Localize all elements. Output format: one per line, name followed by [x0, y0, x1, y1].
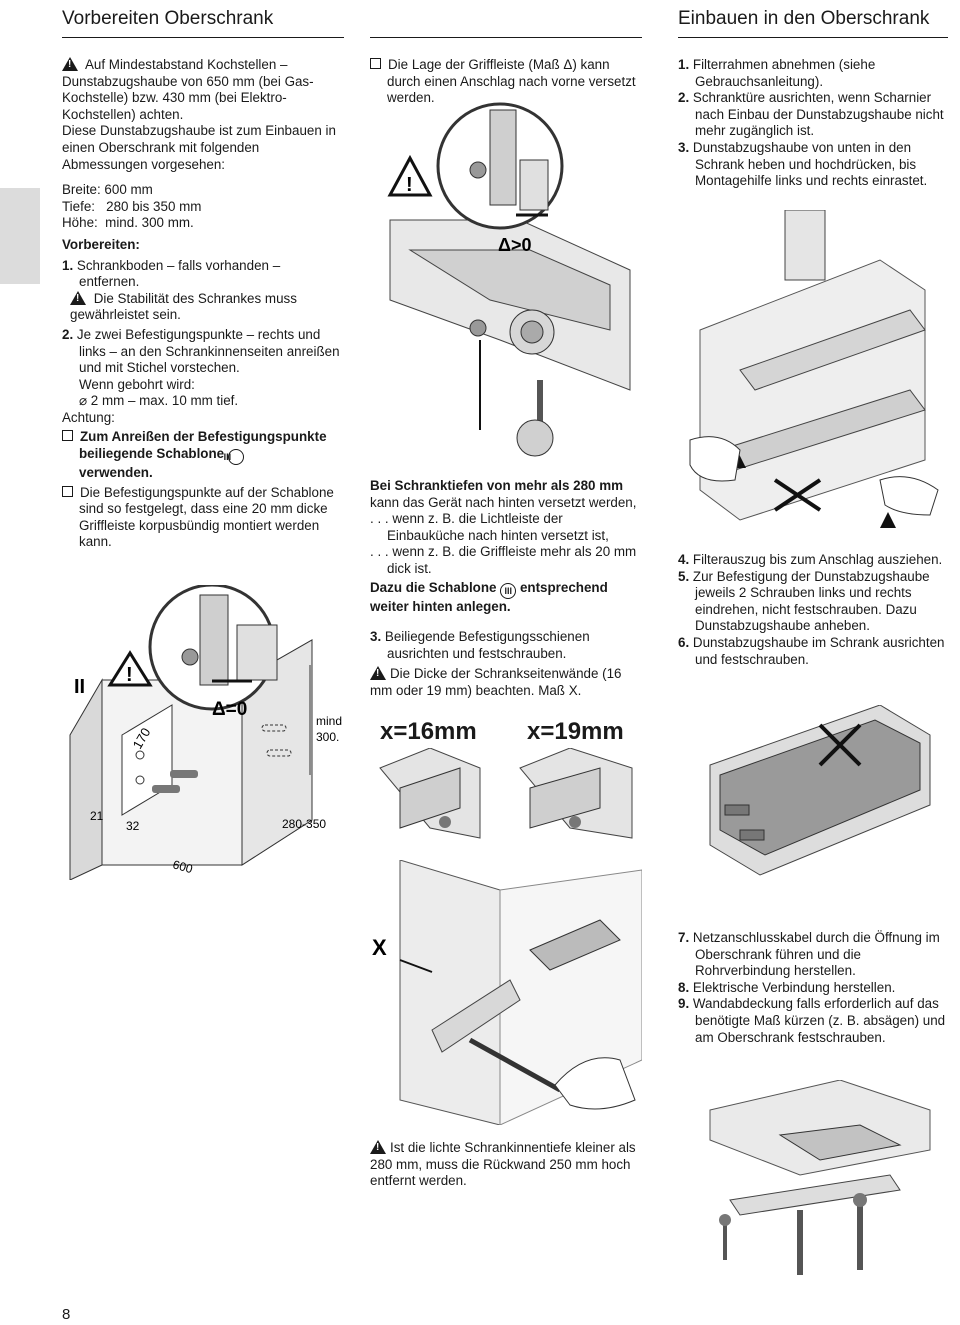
bullet-points: Die Befestigungspunkte auf der Schablone… [62, 485, 344, 551]
dim-depth: Tiefe: 280 bis 350 mm [62, 198, 202, 214]
figure-wall-cover [709, 1080, 931, 1275]
bullet-handle-position: Die Lage der Griffleiste (Maß Δ) kann du… [370, 57, 642, 107]
prepare-heading: Vorbereiten: [62, 236, 140, 252]
dim-600: 600 [171, 857, 194, 876]
page-number: 8 [62, 1306, 71, 1323]
dim-height: Höhe: mind. 300 mm. [62, 215, 194, 231]
x19-label: x=19mm [527, 718, 624, 745]
warning-icon [62, 57, 78, 71]
step-2: 2. Je zwei Befestigungspunkte – rechts u… [62, 326, 340, 376]
header-rule-right [678, 37, 948, 38]
checkbox-bullet [62, 485, 73, 497]
step-1-warning: Die Stabilität des Schrankes muss gewähr… [62, 290, 344, 324]
column-left: Auf Mindestabstand Kochstellen – Dunstab… [62, 57, 344, 551]
warning-min-distance: Auf Mindestabstand Kochstellen – Dunstab… [62, 57, 344, 123]
section-title-right: Einbauen in den Oberschrank [678, 8, 930, 29]
dim-21: 21 [90, 809, 104, 823]
delta-gt-label: Δ>0 [498, 235, 531, 255]
column-mid-text: Bei Schranktiefen von mehr als 280 mm ka… [370, 478, 642, 700]
dim-min-b: 300. [316, 730, 339, 744]
warning-icon [70, 290, 86, 305]
thickness-warning: Die Dicke der Schrankseitenwände (16 mm … [370, 666, 642, 699]
warning-icon [370, 1140, 386, 1154]
step-right-8: 8. Elektrische Verbindung herstellen. [678, 979, 896, 995]
header-rule-mid [370, 37, 642, 38]
dim-min-a: mind [316, 714, 342, 728]
header-rule-left [62, 37, 344, 38]
figure-handle-strip: Δ>0 ! [387, 102, 631, 457]
section-title-left: Vorbereiten Oberschrank [62, 8, 274, 29]
back-wall-warning: Ist die lichte Schrankinnentiefe kleiner… [370, 1140, 642, 1190]
step-right-3: 3. Dunstabzugshaube von unten in den Sch… [678, 139, 928, 189]
step-right-4: 4. Filterauszug bis zum Anschlag auszieh… [678, 552, 943, 567]
deep-heading: Bei Schranktiefen von mehr als 280 mm [370, 478, 624, 493]
step-right-1: 1. Filterrahmen abnehmen (siehe Gebrauch… [678, 57, 876, 89]
template-mark: II [74, 676, 85, 698]
step-right-5: 5. Zur Befestigung der Dunstabzugshaube … [678, 568, 930, 634]
template-shift: Dazu die Schablone III entsprechend weit… [370, 579, 608, 614]
figure-cabinet-template: Δ=0 ! II 170 21 32 600 280-350 mind 300. [69, 585, 342, 880]
intro-text: Diese Dunstabzugshaube ist zum Einbauen … [62, 123, 336, 172]
template-symbol: III [224, 449, 244, 466]
column-mid-top: Die Lage der Griffleiste (Maß Δ) kann du… [370, 57, 642, 107]
step-right-2: 2. Schranktüre ausrichten, wenn Scharnie… [678, 90, 944, 139]
step-3: 3. Beiliegende Befestigungsschienen ausr… [370, 629, 590, 661]
step-right-7: 7. Netzanschlusskabel durch die Öffnung … [678, 930, 940, 979]
step-1: 1. Schrankboden – falls vorhanden – entf… [62, 257, 281, 290]
x16-label: x=16mm [380, 718, 477, 745]
figure-rails [379, 748, 633, 839]
deep-text: kann das Gerät nach hinten versetzt werd… [370, 494, 637, 510]
drill-value: ⌀ 2 mm – max. 10 mm tief. [79, 393, 239, 409]
checkbox-bullet [370, 58, 381, 69]
column-right-steps-b: 4. Filterauszug bis zum Anschlag auszieh… [678, 552, 948, 668]
step-right-6: 6. Dunstabzugshaube im Schrank ausrichte… [678, 634, 945, 667]
thumb-tab [0, 188, 40, 284]
dim-280-350: 280-350 [282, 817, 326, 831]
svg-text:!: ! [406, 174, 413, 196]
bullet-template: Zum Anreißen der Befestigungspunkte beil… [62, 429, 344, 481]
column-right-steps-c: 7. Netzanschlusskabel durch die Öffnung … [678, 930, 948, 1046]
column-right-steps-a: 1. Filterrahmen abnehmen (siehe Gebrauch… [678, 57, 948, 190]
svg-text:!: ! [126, 664, 133, 686]
checkbox-bullet [62, 430, 73, 442]
figure-hood-lift [689, 210, 939, 528]
delta-zero-label: Δ=0 [212, 699, 247, 720]
column-mid-bottom: Ist die lichte Schrankinnentiefe kleiner… [370, 1140, 642, 1190]
deep-item-1: . . . wenn z. B. die Lichtleiste der Ein… [370, 511, 609, 543]
drill-label: Wenn gebohrt wird: [79, 376, 195, 392]
attention-heading: Achtung: [62, 409, 115, 425]
step-right-9: 9. Wandabdeckung falls erforderlich auf … [678, 996, 946, 1045]
template-symbol: III [500, 582, 517, 599]
figure-filter-screws [709, 705, 931, 876]
dim-width: Breite: 600 mm [62, 182, 153, 198]
warning-icon [370, 666, 386, 681]
dim-32: 32 [126, 819, 140, 833]
figure-screwdriver: X [372, 860, 642, 1125]
x-mark: X [372, 935, 387, 960]
deep-item-2: . . . wenn z. B. die Griffleiste mehr al… [370, 544, 637, 576]
